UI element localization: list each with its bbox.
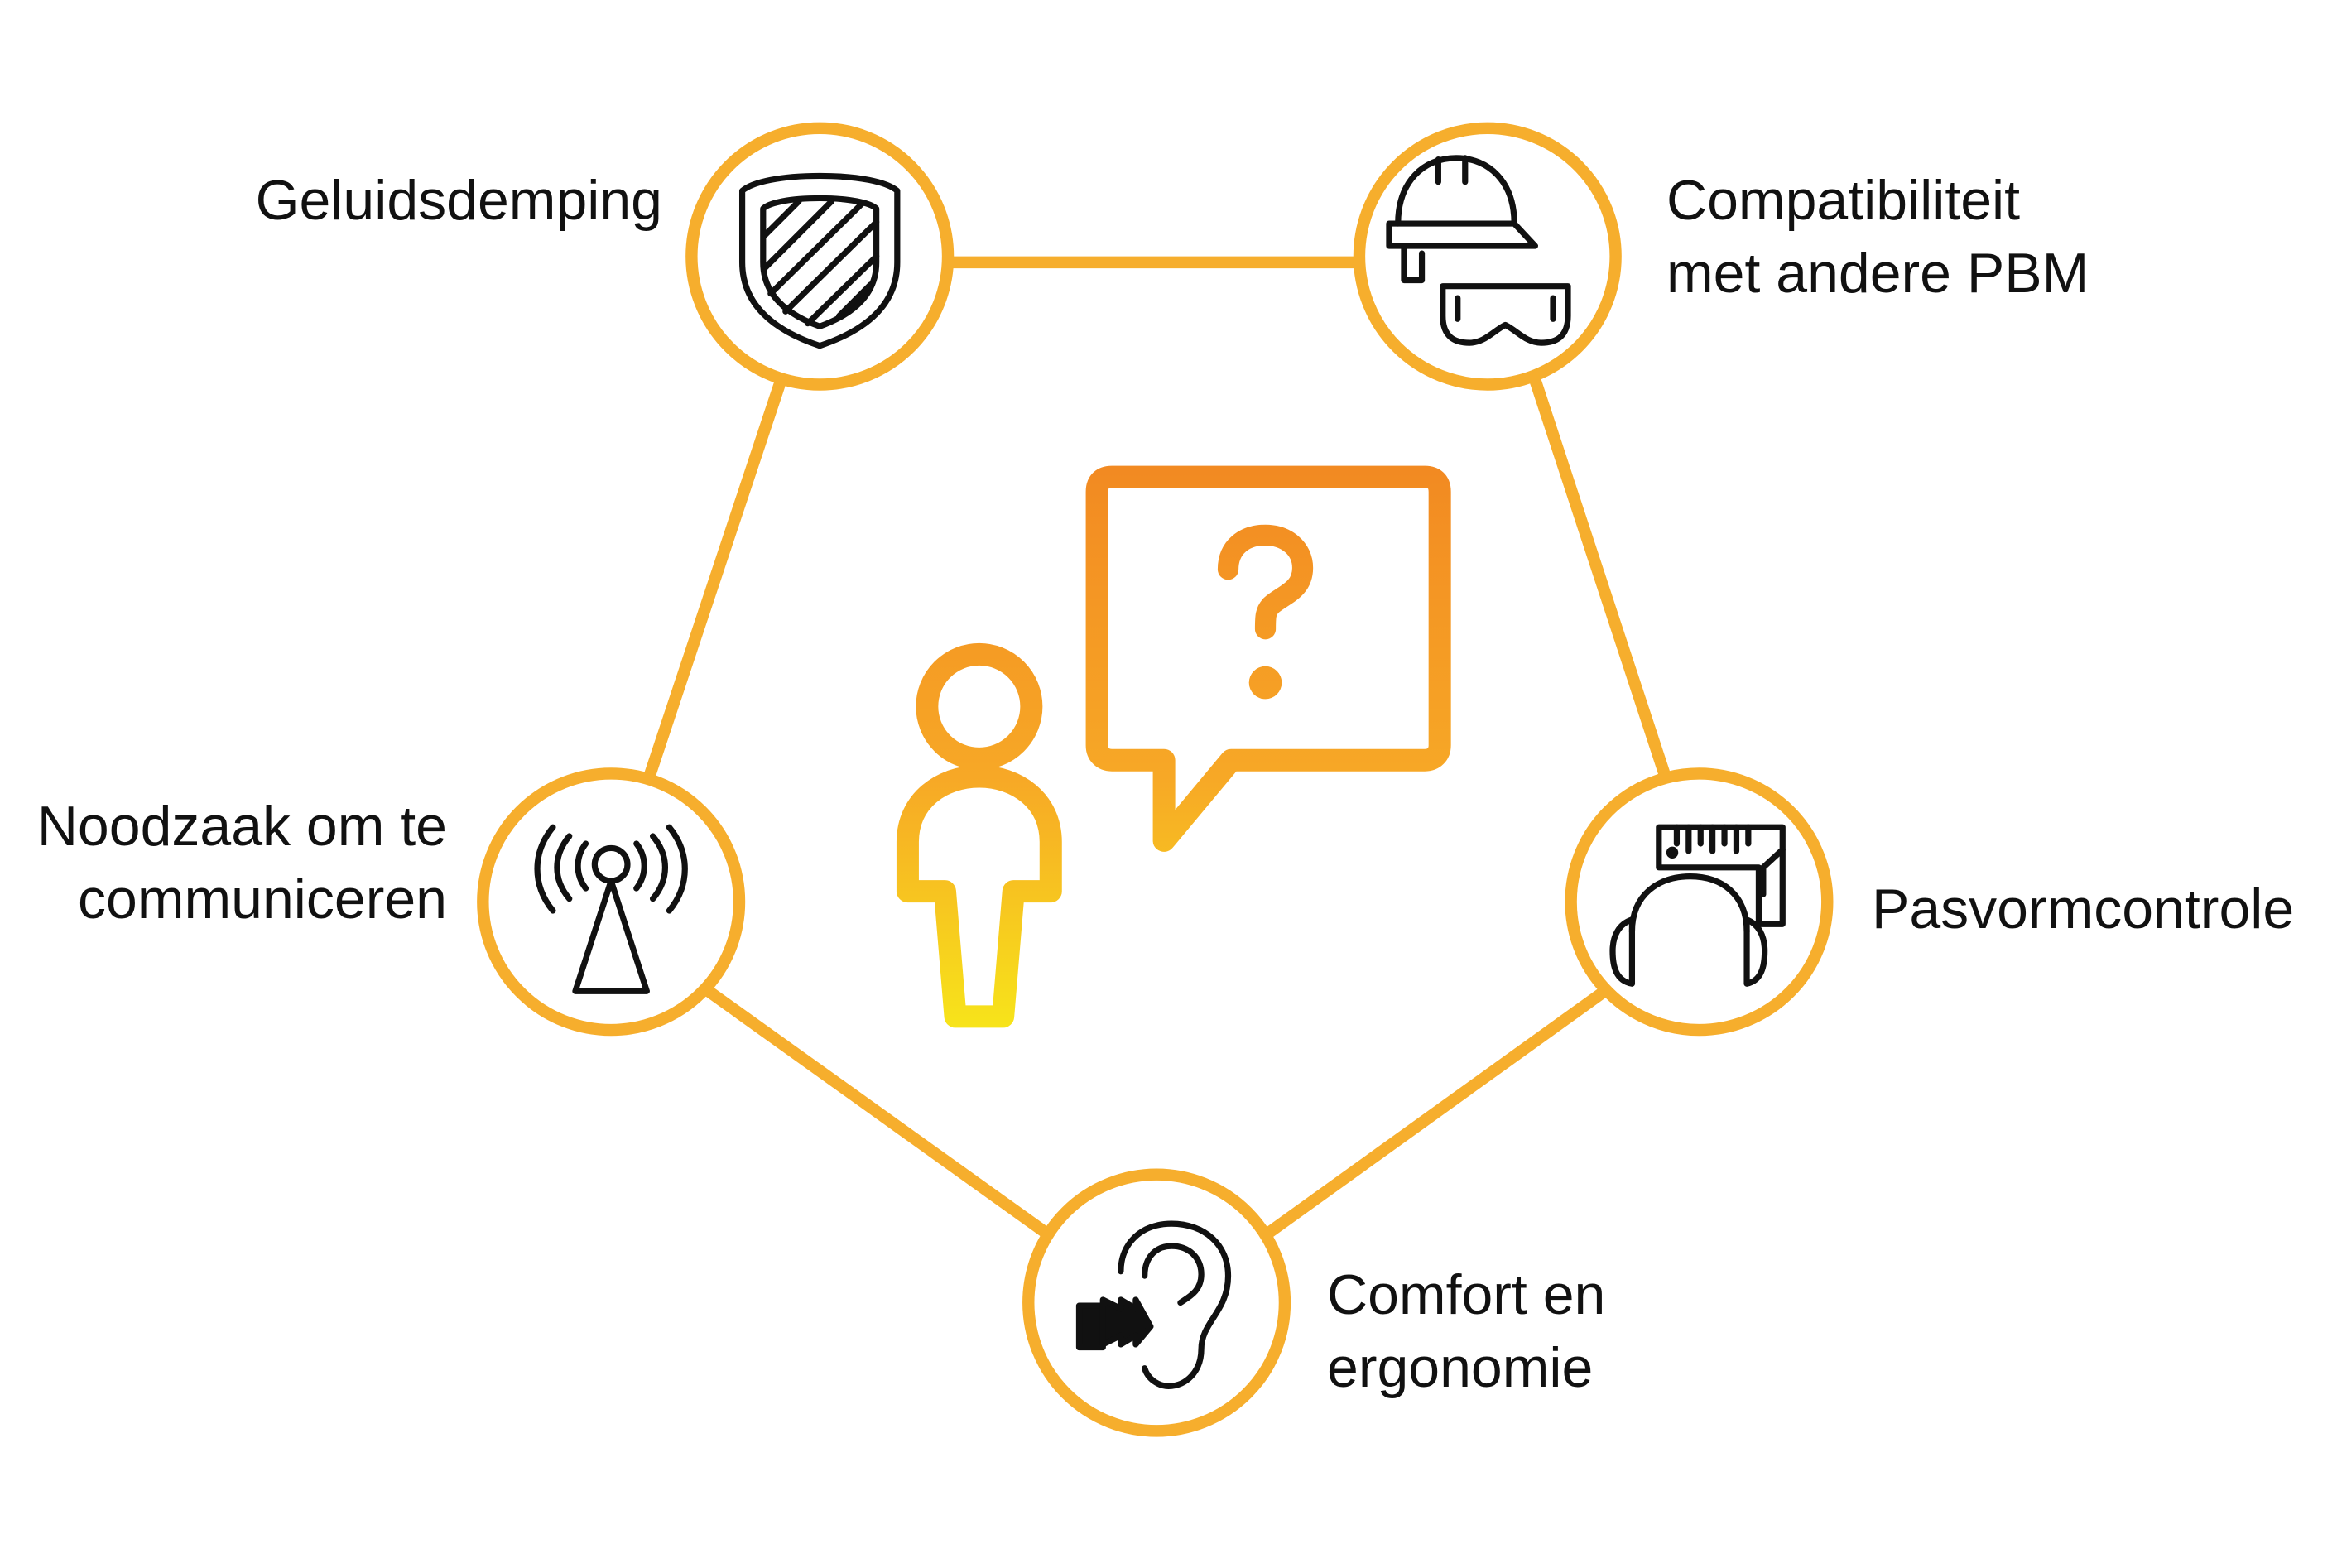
earmuff-ruler-icon (1609, 824, 1786, 987)
label-communiceren-line-2: communiceren (78, 868, 447, 931)
connector-left-upper (644, 378, 787, 777)
label-pasvormcontrole: Pasvormcontrole (1872, 873, 2294, 945)
person-icon (896, 642, 1062, 1028)
label-communiceren: Noodzaak om te communiceren (37, 790, 447, 936)
label-comfort: Comfort en ergonomie (1327, 1258, 1605, 1404)
label-compatibiliteit: Compatibiliteit met andere PBM (1666, 164, 2089, 310)
question-bubble-icon (1085, 465, 1451, 852)
helmet-goggles-icon (1386, 155, 1571, 346)
shield-icon (738, 172, 901, 349)
node-circle-comfort (1022, 1168, 1291, 1437)
connector-right-upper (1529, 378, 1671, 777)
connector-left-lower (703, 984, 1051, 1239)
label-compatibiliteit-line-2: met andere PBM (1666, 242, 2089, 305)
ear-earplug-icon (1075, 1220, 1232, 1389)
label-geluidsdemping-line-1: Geluidsdemping (255, 169, 662, 232)
label-communiceren-line-1: Noodzaak om te (36, 795, 447, 858)
label-pasvormcontrole-line-1: Pasvormcontrole (1872, 878, 2295, 940)
label-geluidsdemping: Geluidsdemping (256, 164, 662, 237)
label-comfort-line-2: ergonomie (1327, 1336, 1594, 1399)
connector-right-lower (1263, 984, 1611, 1239)
antenna-icon (534, 824, 688, 994)
label-comfort-line-1: Comfort en (1327, 1263, 1606, 1326)
node-circle-geluidsdemping (685, 122, 955, 391)
node-circle-pasvormcontrole (1565, 767, 1834, 1037)
connector-lines (644, 256, 1671, 1239)
label-compatibiliteit-line-1: Compatibiliteit (1666, 169, 2021, 232)
